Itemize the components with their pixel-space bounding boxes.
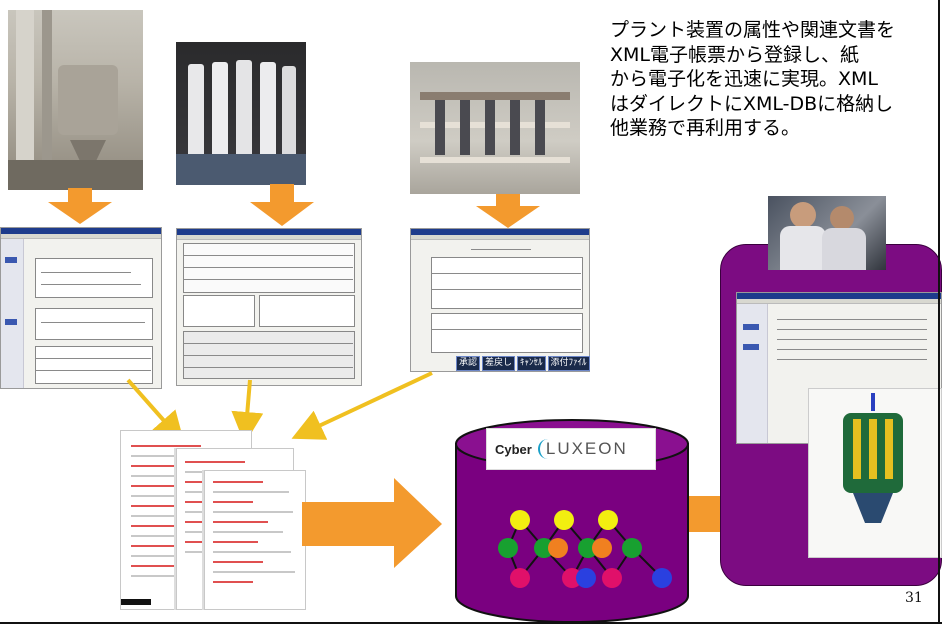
- plant-photo-1: [8, 10, 143, 190]
- logo-cyber-text: Cyber: [495, 441, 532, 457]
- form-screenshot-1: [0, 227, 162, 389]
- down-arrow-icon: [476, 194, 540, 228]
- users-photo: [768, 196, 886, 270]
- xml-document-3: [204, 470, 306, 610]
- reject-button[interactable]: 差戻し: [482, 356, 516, 371]
- form-button-bar: 承認 差戻し ｷｬﾝｾﾙ 添付ﾌｧｲﾙ: [456, 356, 590, 371]
- down-arrow-icon: [48, 188, 112, 224]
- approve-button[interactable]: 承認: [456, 356, 481, 371]
- attach-file-button[interactable]: 添付ﾌｧｲﾙ: [547, 356, 590, 371]
- plant-photo-3: [410, 62, 580, 194]
- page-number: 31: [905, 590, 923, 606]
- right-arrow-icon: [302, 478, 442, 568]
- form-screenshot-3: [410, 228, 590, 372]
- plant-photo-2: [176, 42, 306, 185]
- cancel-button[interactable]: ｷｬﾝｾﾙ: [517, 356, 546, 371]
- slide-right-border: [938, 0, 940, 624]
- form-screenshot-2: [176, 228, 362, 386]
- logo-luxeon-text: LUXEON: [537, 439, 628, 459]
- node-tree-graph: [498, 510, 672, 588]
- cyber-luxeon-logo: Cyber LUXEON: [486, 428, 656, 470]
- down-arrow-icon: [250, 184, 314, 226]
- slide-bottom-border: [0, 622, 942, 624]
- description-text: プラント装置の属性や関連文書を XML電子帳票から登録し、紙 から電子化を迅速に…: [610, 19, 896, 139]
- equipment-diagram: [808, 388, 942, 558]
